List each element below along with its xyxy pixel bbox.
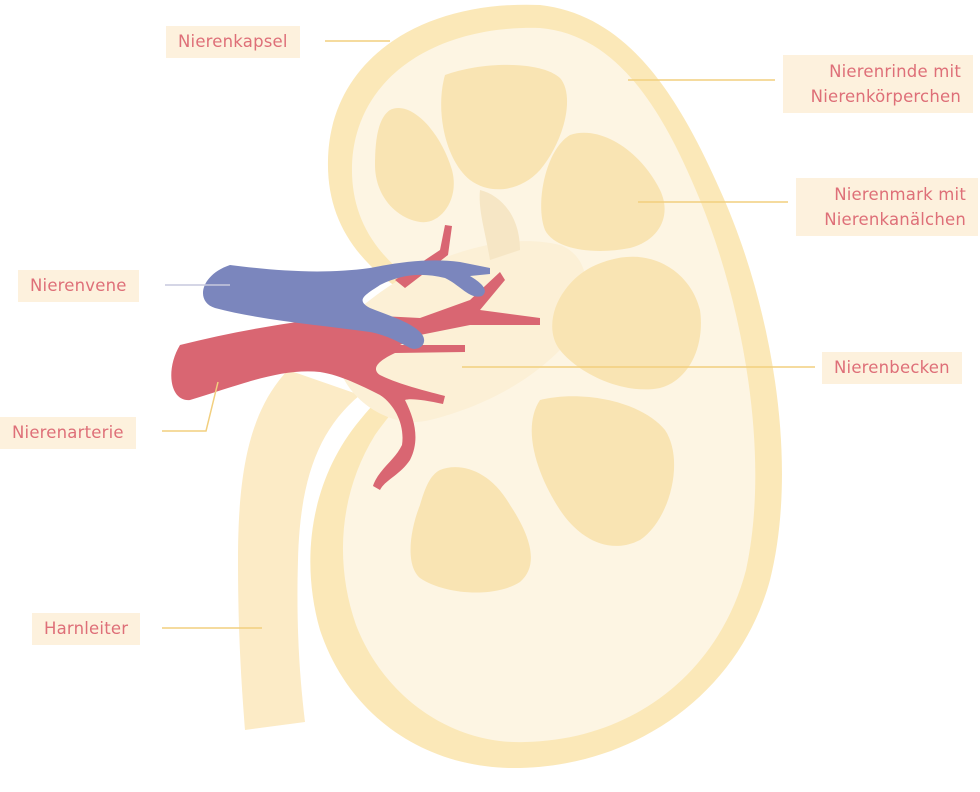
label-harnleiter-text: Harnleiter [44,619,129,638]
medulla-pyramid-2 [375,108,454,223]
label-nierenrinde-line2: Nierenkörperchen [810,87,961,106]
label-nierenrinde-line1: Nierenrinde mit [829,62,961,81]
leader-line-nierenarterie [162,381,219,432]
ureter-shape [238,370,360,730]
label-nierenbecken-text: Nierenbecken [834,358,950,377]
label-harnleiter: Harnleiter [32,613,141,645]
label-nierenmark-line1: Nierenmark mit [834,185,966,204]
renal-pelvis [338,241,587,422]
medulla-pyramid-4 [552,256,701,390]
medulla-pyramid-1 [441,64,568,190]
medulla-pyramid-3 [541,132,665,251]
renal-vein [203,260,490,349]
label-nierenrinde: Nierenrinde mit Nierenkörperchen [783,55,973,113]
label-nierenmark: Nierenmark mit Nierenkanälchen [796,178,978,236]
label-nierenvene: Nierenvene [18,270,139,302]
label-nierenkapsel-text: Nierenkapsel [178,32,288,51]
label-nierenvene-text: Nierenvene [30,276,127,295]
label-nierenmark-line2: Nierenkanälchen [824,210,966,229]
renal-pelvis-calyx-top [479,190,520,260]
label-nierenarterie-text: Nierenarterie [12,423,124,442]
renal-artery [171,272,541,490]
label-nierenarterie: Nierenarterie [0,417,136,449]
medulla-pyramid-6 [410,467,531,593]
label-nierenbecken: Nierenbecken [822,352,962,384]
label-nierenkapsel: Nierenkapsel [166,26,300,58]
medulla-pyramid-5 [531,396,675,546]
